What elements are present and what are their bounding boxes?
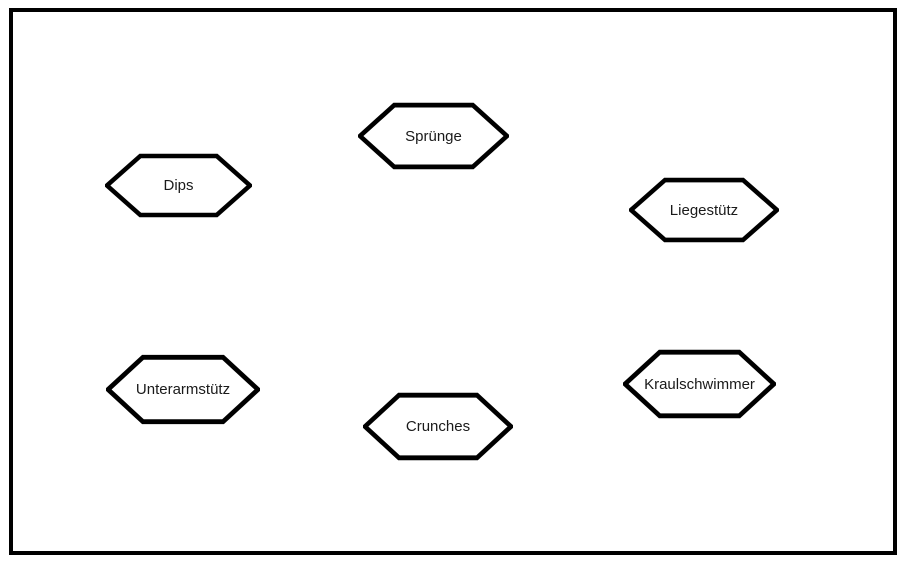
hexagon-shape (363, 392, 513, 461)
hexagon-shape (623, 349, 776, 419)
node-label: Unterarmstütz (135, 381, 231, 398)
hexagon-shape (358, 102, 509, 170)
hexagon-shape (106, 354, 260, 425)
node-spruenge[interactable]: Sprünge (358, 102, 509, 170)
node-label: Dips (163, 177, 194, 194)
hexagon-shape (629, 177, 779, 243)
hexagon-shape (105, 153, 252, 218)
node-label: Sprünge (405, 127, 462, 145)
outer-frame: Sprünge Dips Liegestütz Unterarmstütz Cr (9, 8, 897, 555)
node-crunches[interactable]: Crunches (363, 392, 513, 461)
node-label: Kraulschwimmer (644, 375, 755, 393)
node-liegestuetz[interactable]: Liegestütz (629, 177, 779, 243)
node-label: Liegestütz (669, 201, 739, 219)
node-dips[interactable]: Dips (105, 153, 252, 218)
node-label: Crunches (405, 418, 471, 435)
node-unterarmstuetz[interactable]: Unterarmstütz (106, 354, 260, 425)
node-kraulschwimmer[interactable]: Kraulschwimmer (623, 349, 776, 419)
